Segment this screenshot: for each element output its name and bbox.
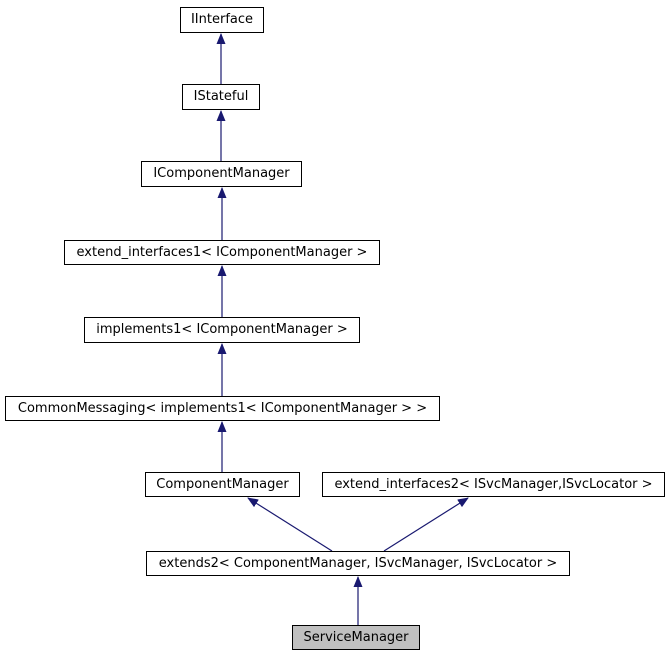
node-IComponentManager[interactable]: IComponentManager [141, 161, 302, 187]
edge-extends2-to-extend_interfaces2 [383, 497, 469, 552]
node-IStateful[interactable]: IStateful [182, 84, 260, 110]
node-extends2[interactable]: extends2< ComponentManager, ISvcManager,… [146, 551, 570, 576]
node-extend_interfaces1[interactable]: extend_interfaces1< IComponentManager > [64, 240, 380, 265]
node-implements1[interactable]: implements1< IComponentManager > [84, 317, 360, 343]
node-ComponentManager[interactable]: ComponentManager [145, 472, 300, 497]
edge-extends2-to-ComponentManager [247, 497, 333, 552]
node-extend_interfaces2[interactable]: extend_interfaces2< ISvcManager,ISvcLoca… [322, 472, 665, 497]
node-ServiceManager: ServiceManager [292, 625, 420, 650]
node-CommonMessaging[interactable]: CommonMessaging< implements1< IComponent… [5, 396, 440, 421]
node-IInterface[interactable]: IInterface [180, 7, 264, 33]
